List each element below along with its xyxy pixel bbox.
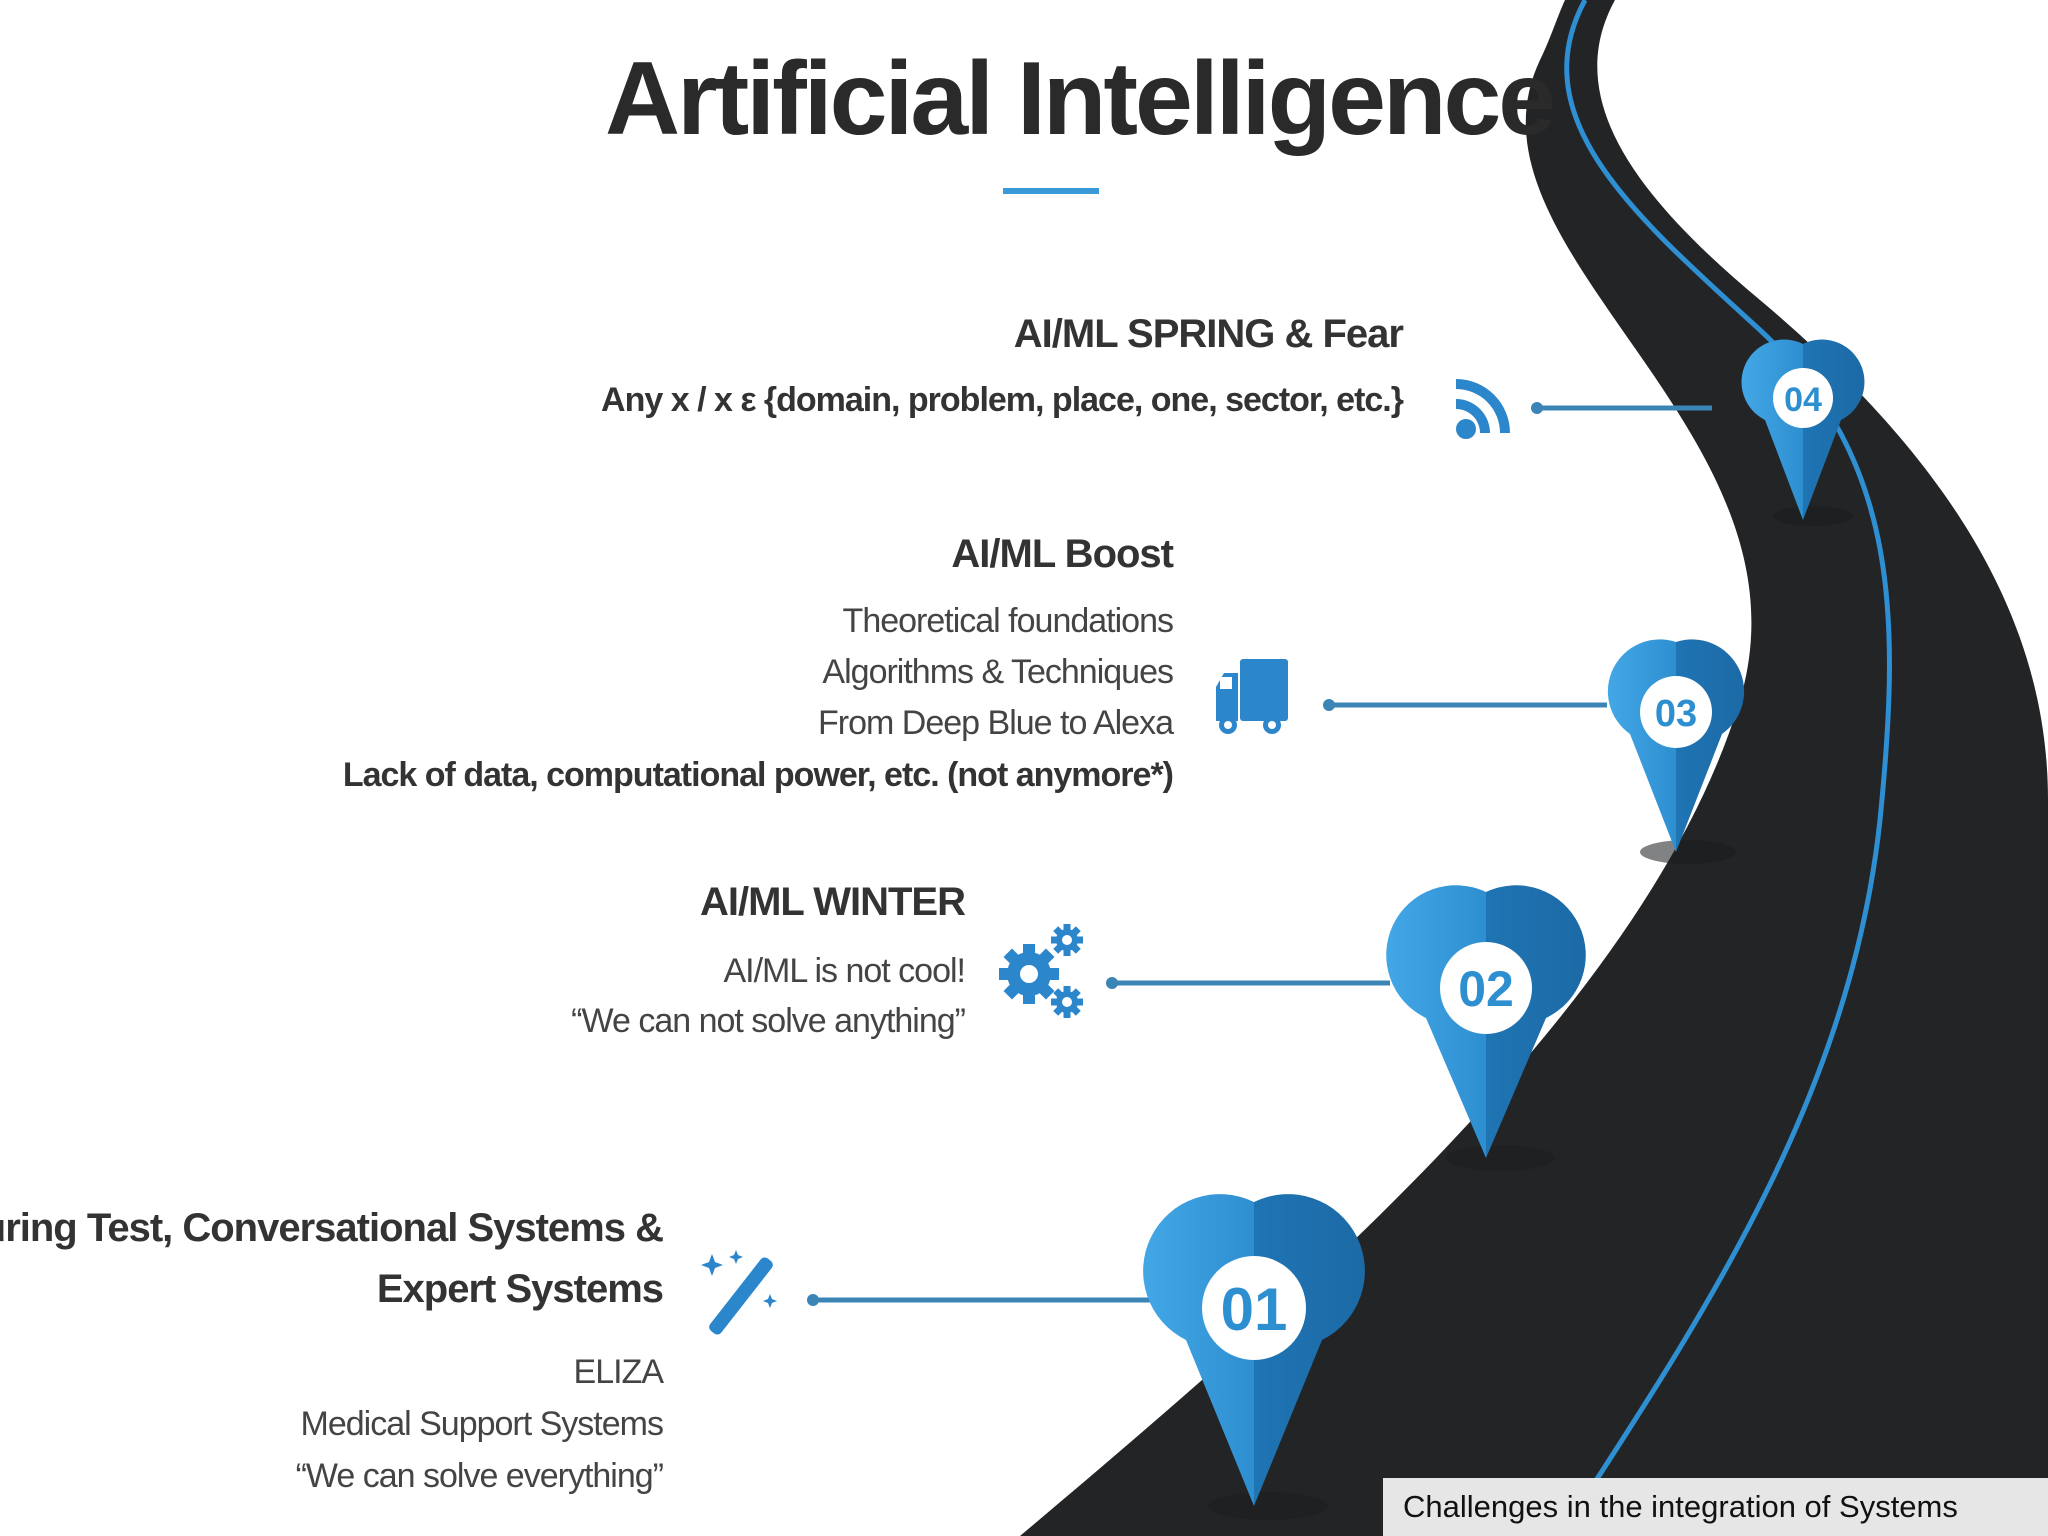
gears-icon	[999, 924, 1083, 1018]
milestone-pin-03: 03	[1607, 639, 1745, 864]
milestone-04-bold-line: Any x / x ε {domain, problem, place, one…	[601, 381, 1404, 419]
truck-icon	[1216, 659, 1288, 734]
milestone-02-heading: AI/ML WINTER	[699, 880, 966, 924]
title-underline	[1003, 188, 1099, 194]
connector-03	[1323, 699, 1607, 711]
milestone-pin-01: 01	[1143, 1194, 1365, 1520]
milestone-01-line-3: “We can solve everything”	[295, 1457, 664, 1495]
milestone-pin-04: 04	[1741, 339, 1865, 526]
milestone-01-line-2: Medical Support Systems	[300, 1405, 664, 1443]
milestone-03-heading: AI/ML Boost	[951, 532, 1174, 576]
milestone-01-line-1: ELIZA	[573, 1353, 664, 1391]
connector-04	[1531, 402, 1712, 414]
milestone-03-line-2: Algorithms & Techniques	[822, 653, 1174, 691]
milestone-02-line-1: AI/ML is not cool!	[723, 952, 966, 990]
milestone-02-line-2: “We can not solve anything”	[571, 1002, 966, 1040]
road-lane-line	[1557, 0, 1892, 1536]
milestone-03-line-1: Theoretical foundations	[842, 602, 1174, 640]
milestone-01-heading-2: Expert Systems	[376, 1267, 664, 1311]
milestone-01-heading-1: Turing Test, Conversational Systems &	[0, 1206, 664, 1250]
footer-caption: Challenges in the integration of Systems	[1383, 1478, 2048, 1536]
milestone-03-bold-line: Lack of data, computational power, etc. …	[342, 756, 1174, 794]
milestone-03-line-3: From Deep Blue to Alexa	[818, 704, 1174, 742]
rss-icon	[1456, 379, 1510, 439]
connector-01	[807, 1294, 1155, 1306]
connector-02	[1106, 977, 1390, 989]
milestone-number: 03	[1655, 693, 1697, 735]
milestone-04-heading: AI/ML SPRING & Fear	[1013, 312, 1404, 356]
milestone-number: 02	[1458, 961, 1514, 1017]
magic-wand-icon	[701, 1250, 777, 1335]
page-title: Artificial Intelligence	[605, 41, 1556, 157]
milestone-number: 04	[1784, 381, 1822, 419]
milestone-number: 01	[1221, 1276, 1288, 1343]
milestone-pin-02: 02	[1386, 885, 1586, 1171]
